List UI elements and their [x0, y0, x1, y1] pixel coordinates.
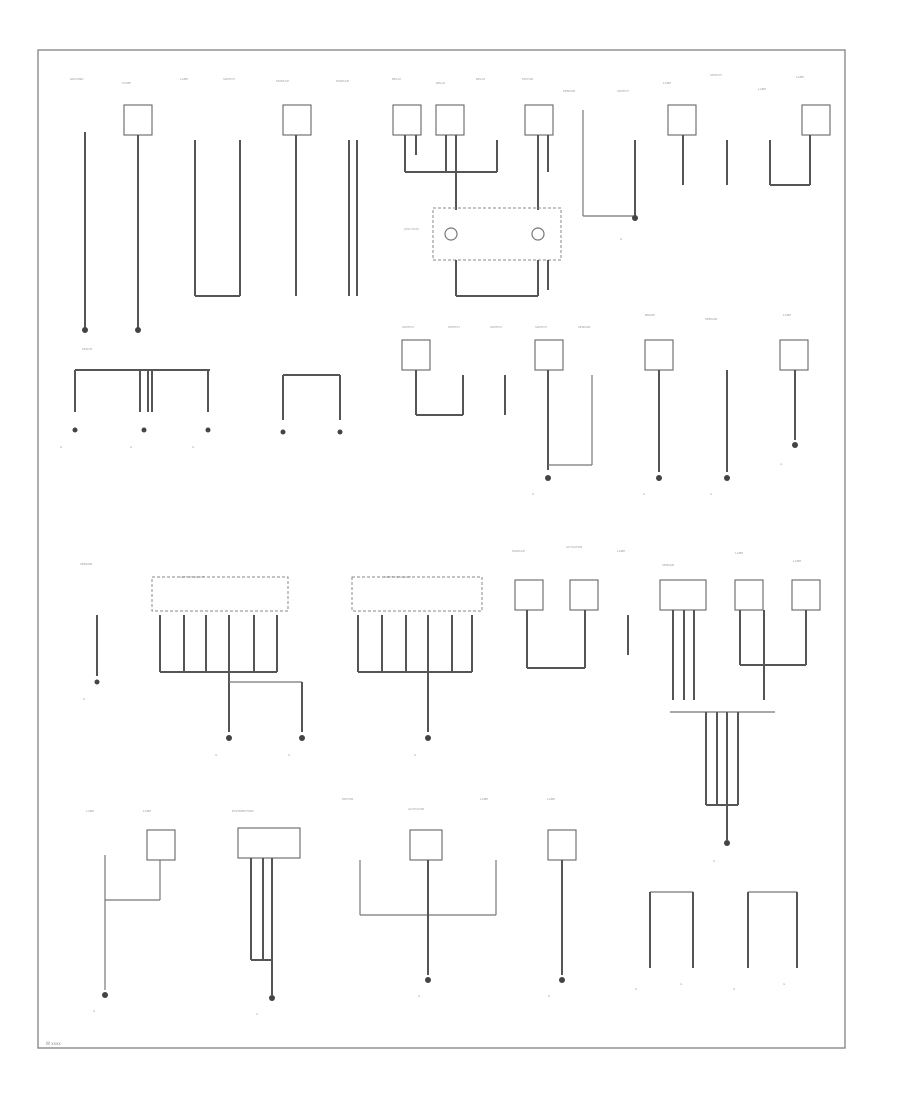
- svg-text:G: G: [780, 462, 783, 466]
- svg-text:MODULE: MODULE: [512, 549, 525, 553]
- svg-text:SWITCH: SWITCH: [535, 325, 547, 329]
- svg-text:G: G: [733, 987, 736, 991]
- svg-text:SPLICE: SPLICE: [82, 347, 92, 351]
- svg-text:SENSOR: SENSOR: [578, 325, 590, 329]
- svg-text:LAMP: LAMP: [180, 77, 188, 81]
- svg-text:G: G: [93, 1009, 96, 1013]
- svg-text:LAMP: LAMP: [86, 809, 94, 813]
- svg-text:LAMP: LAMP: [547, 797, 555, 801]
- svg-text:G: G: [288, 753, 291, 757]
- svg-text:G: G: [130, 445, 133, 449]
- svg-text:LAMP: LAMP: [758, 87, 766, 91]
- svg-text:G: G: [643, 492, 646, 496]
- svg-text:RELAY: RELAY: [436, 81, 446, 85]
- svg-text:MODULE: MODULE: [276, 79, 289, 83]
- diagram-border: [37, 49, 846, 1049]
- svg-text:G: G: [532, 492, 535, 496]
- svg-text:LAMP: LAMP: [796, 75, 804, 79]
- svg-text:G: G: [83, 697, 86, 701]
- svg-text:SWITCH: SWITCH: [402, 325, 414, 329]
- svg-text:LAMP: LAMP: [735, 551, 743, 555]
- svg-text:JUNCTION: JUNCTION: [403, 227, 419, 231]
- svg-text:LAMP: LAMP: [143, 809, 151, 813]
- svg-text:G: G: [635, 987, 638, 991]
- svg-text:G: G: [548, 994, 551, 998]
- svg-text:G: G: [680, 982, 683, 986]
- row-2: SPLICE G G G SWITCH SWITCH SWITCH SWITCH…: [60, 313, 809, 496]
- svg-text:MOTOR: MOTOR: [522, 77, 533, 81]
- svg-text:G: G: [60, 445, 63, 449]
- svg-text:G: G: [620, 237, 623, 241]
- svg-text:G: G: [192, 445, 195, 449]
- svg-text:SENSOR: SENSOR: [705, 317, 717, 321]
- svg-text:MOTOR: MOTOR: [342, 797, 353, 801]
- svg-text:LEFT HEADLAMP: LEFT HEADLAMP: [180, 575, 205, 579]
- svg-text:RELAY: RELAY: [392, 77, 402, 81]
- svg-text:SENSOR: SENSOR: [80, 562, 92, 566]
- svg-text:ACTUATOR: ACTUATOR: [408, 807, 424, 811]
- svg-text:RIGHT HEADLAMP: RIGHT HEADLAMP: [384, 575, 411, 579]
- svg-text:DISTRIBUTION: DISTRIBUTION: [232, 809, 253, 813]
- svg-text:LAMP: LAMP: [793, 559, 801, 563]
- svg-text:SWITCH: SWITCH: [223, 77, 235, 81]
- svg-text:LAMP: LAMP: [480, 797, 488, 801]
- svg-text:ACTUATOR: ACTUATOR: [566, 545, 582, 549]
- svg-text:SENSOR: SENSOR: [662, 563, 674, 567]
- svg-text:SWITCH: SWITCH: [617, 89, 629, 93]
- svg-text:G: G: [256, 1012, 259, 1016]
- svg-text:GROUND: GROUND: [70, 77, 84, 81]
- svg-text:LAMP: LAMP: [617, 549, 625, 553]
- svg-text:SWITCH: SWITCH: [448, 325, 460, 329]
- svg-text:MODULE: MODULE: [336, 79, 349, 83]
- row-4: LAMP LAMP DISTRIBUTION MOTOR ACTUATOR LA…: [86, 797, 798, 1016]
- row-3: SENSOR LEFT HEADLAMP RIGHT HEADLAMP: [80, 545, 821, 863]
- svg-text:SENSOR: SENSOR: [563, 89, 575, 93]
- svg-text:SWITCH: SWITCH: [490, 325, 502, 329]
- svg-text:G: G: [414, 753, 417, 757]
- svg-text:G: G: [710, 492, 713, 496]
- row-1: GROUND COMP LAMP SWITCH MODULE MODULE RE…: [70, 73, 831, 333]
- svg-text:LAMP: LAMP: [663, 81, 671, 85]
- diagram-code: W xxxx: [46, 1041, 61, 1046]
- svg-text:G: G: [215, 753, 218, 757]
- svg-text:G: G: [713, 859, 716, 863]
- svg-text:BRAKE: BRAKE: [645, 313, 655, 317]
- svg-text:RELAY: RELAY: [476, 77, 486, 81]
- svg-text:LAMP: LAMP: [783, 313, 791, 317]
- svg-text:COMP: COMP: [122, 81, 131, 85]
- svg-text:G: G: [783, 982, 786, 986]
- svg-text:G: G: [418, 994, 421, 998]
- svg-text:SWITCH: SWITCH: [710, 73, 722, 77]
